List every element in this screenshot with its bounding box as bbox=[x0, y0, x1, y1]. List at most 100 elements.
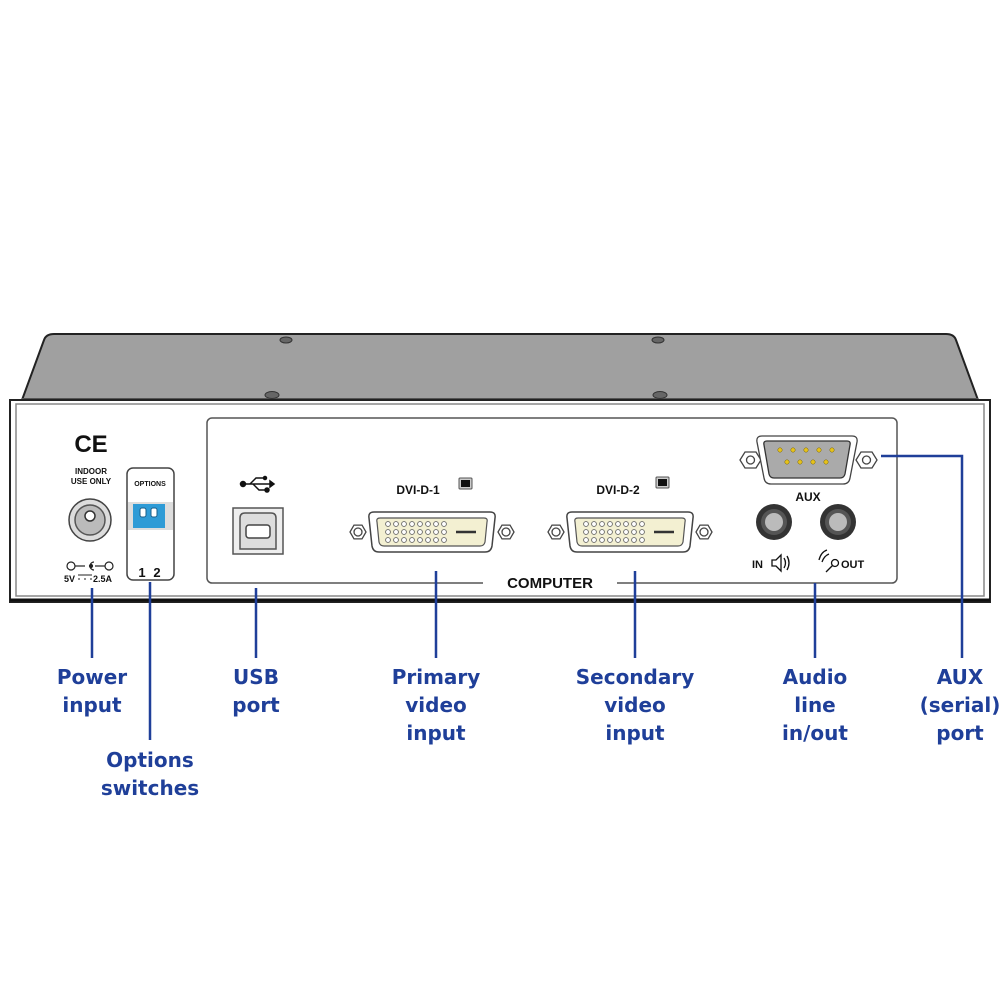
dvi-2-port[interactable] bbox=[547, 511, 713, 553]
callout-usb-port: USB port bbox=[232, 663, 279, 719]
chassis-top bbox=[20, 333, 980, 401]
dvi-pin bbox=[591, 521, 597, 527]
dvi-pin bbox=[425, 537, 431, 543]
usb-port[interactable] bbox=[232, 507, 284, 555]
dvi-pin bbox=[417, 529, 423, 535]
callout-line: USB bbox=[233, 665, 279, 689]
dvi-pin bbox=[591, 537, 597, 543]
power-rating-current: 2.5A bbox=[93, 574, 113, 584]
callout-line: port bbox=[936, 721, 984, 745]
dvi-2-label: DVI-D-2 bbox=[596, 483, 640, 497]
dvi-pin bbox=[433, 537, 439, 543]
dvi-1-port[interactable] bbox=[349, 511, 515, 553]
callout-line: Secondary bbox=[575, 665, 695, 689]
dvi-pin bbox=[409, 537, 415, 543]
audio-out-jack[interactable] bbox=[820, 504, 856, 540]
callout-line: Primary bbox=[391, 665, 481, 689]
power-rating-voltage: 5V bbox=[64, 574, 75, 584]
callout-line: Audio bbox=[782, 665, 848, 689]
dvi-pin bbox=[639, 537, 645, 543]
indoor-label-line2: USE ONLY bbox=[71, 477, 112, 486]
dvi-pin bbox=[615, 521, 621, 527]
callout-line: line bbox=[794, 693, 836, 717]
callout-line: Power bbox=[56, 665, 128, 689]
monitor-icon bbox=[655, 476, 670, 489]
dvi-pin bbox=[441, 529, 447, 535]
aux-serial-port[interactable] bbox=[739, 435, 878, 485]
polarity-icon bbox=[66, 561, 114, 571]
chassis-screws bbox=[264, 336, 668, 399]
callout-line: input bbox=[605, 721, 665, 745]
callout-secondary-video-input: Secondary video input bbox=[576, 663, 695, 747]
audio-in-label: IN bbox=[752, 559, 763, 571]
dvi-pin bbox=[425, 529, 431, 535]
callout-line: in/out bbox=[782, 721, 848, 745]
callout-line: video bbox=[604, 693, 666, 717]
dvi-pin bbox=[583, 521, 589, 527]
dvi-pin bbox=[393, 529, 399, 535]
power-jack[interactable] bbox=[68, 498, 112, 542]
callout-line: AUX bbox=[936, 665, 984, 689]
aux-label: AUX bbox=[795, 490, 820, 504]
dvi-pin bbox=[607, 521, 613, 527]
dvi-pin bbox=[417, 537, 423, 543]
dvi-pin bbox=[623, 521, 629, 527]
dvi-pin bbox=[607, 529, 613, 535]
leader-aux bbox=[881, 454, 964, 658]
indoor-label-line1: INDOOR bbox=[75, 467, 107, 476]
dvi-pin bbox=[615, 529, 621, 535]
dvi-pin bbox=[599, 529, 605, 535]
usb-trident-icon bbox=[239, 475, 276, 493]
computer-label: COMPUTER bbox=[507, 575, 593, 592]
callout-line: Options bbox=[106, 748, 194, 772]
dip-switch[interactable] bbox=[133, 504, 165, 528]
dvi-pin bbox=[615, 537, 621, 543]
dvi-pin bbox=[599, 521, 605, 527]
dvi-pin bbox=[401, 529, 407, 535]
dvi-pin bbox=[441, 537, 447, 543]
dvi-pin bbox=[393, 521, 399, 527]
dvi-pin bbox=[623, 529, 629, 535]
dvi-pin bbox=[409, 521, 415, 527]
dvi-pin bbox=[433, 529, 439, 535]
audio-in-jack[interactable] bbox=[756, 504, 792, 540]
callout-primary-video-input: Primary video input bbox=[392, 663, 481, 747]
dvi-pin bbox=[417, 521, 423, 527]
callout-line: port bbox=[232, 693, 280, 717]
dvi-pin bbox=[401, 537, 407, 543]
dvi-pin bbox=[583, 537, 589, 543]
dvi-pin bbox=[385, 537, 391, 543]
dvi-pin bbox=[385, 529, 391, 535]
ce-mark-icon: CE bbox=[74, 431, 107, 458]
options-switch-1-label: 1 bbox=[138, 565, 145, 580]
callout-aux-serial-port: AUX (serial) port bbox=[920, 663, 1000, 747]
options-label: OPTIONS bbox=[134, 481, 166, 488]
callout-options-switches: Options switches bbox=[101, 746, 199, 802]
audio-out-label: OUT bbox=[841, 559, 865, 571]
callout-line: video bbox=[405, 693, 467, 717]
dvi-pin bbox=[639, 521, 645, 527]
dvi-pin bbox=[433, 521, 439, 527]
callout-line: switches bbox=[100, 776, 200, 800]
dvi-pin bbox=[607, 537, 613, 543]
callout-audio-line-in-out: Audio line in/out bbox=[782, 663, 848, 747]
dvi-1-label: DVI-D-1 bbox=[396, 483, 440, 497]
callout-power-input: Power input bbox=[57, 663, 127, 719]
dvi-pin bbox=[639, 529, 645, 535]
dvi-pin bbox=[631, 529, 637, 535]
monitor-icon bbox=[458, 477, 473, 490]
dvi-pin bbox=[409, 529, 415, 535]
dvi-pin bbox=[425, 521, 431, 527]
callout-line: input bbox=[406, 721, 466, 745]
dvi-pin bbox=[401, 521, 407, 527]
dvi-pin bbox=[599, 537, 605, 543]
callout-leader-lines bbox=[90, 454, 964, 740]
dvi-pin bbox=[631, 537, 637, 543]
options-switch-2-label: 2 bbox=[153, 565, 160, 580]
dvi-pin bbox=[631, 521, 637, 527]
microphone-icon bbox=[818, 549, 840, 573]
dvi-pin bbox=[623, 537, 629, 543]
dvi-pin bbox=[583, 529, 589, 535]
dvi-pin bbox=[591, 529, 597, 535]
